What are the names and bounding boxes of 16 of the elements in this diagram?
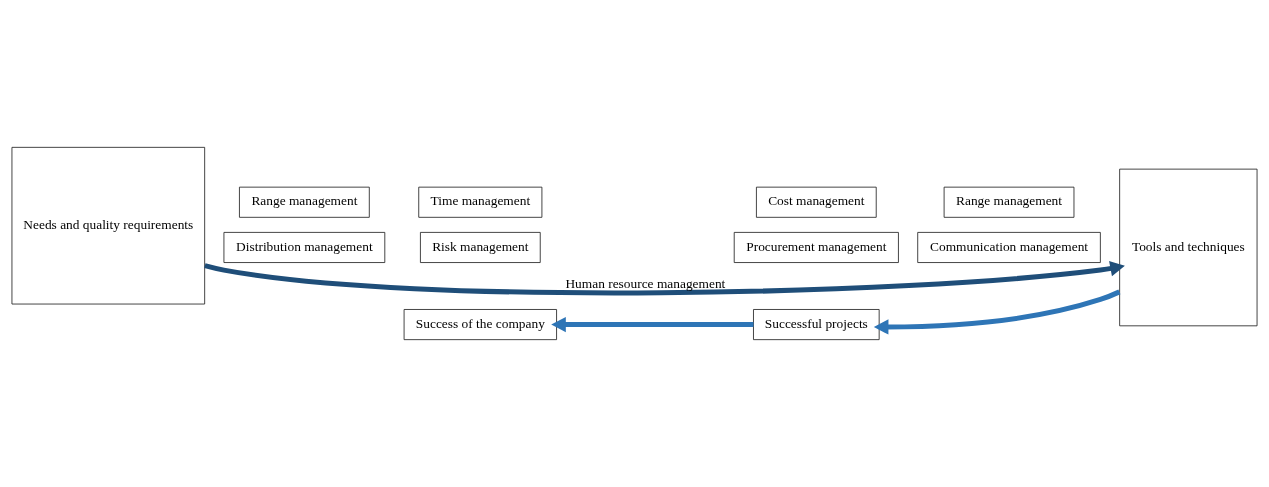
node-box: Time management	[418, 186, 543, 218]
node-box: Needs and quality requirements	[11, 146, 206, 305]
arrow	[204, 261, 1125, 296]
node-box: Distribution management	[223, 232, 386, 263]
node-box: Communication management	[917, 232, 1101, 263]
node-box: Procurement management	[733, 232, 899, 263]
node-box: Successful projects	[753, 309, 880, 341]
node-box: Range management	[239, 186, 370, 218]
edge-label: Human resource management	[565, 275, 726, 291]
node-box: Risk management	[420, 232, 541, 263]
arrow	[873, 289, 1121, 335]
node-box: Success of the company	[403, 309, 557, 341]
node-box: Cost management	[756, 186, 877, 218]
node-box: Tools and techniques	[1119, 168, 1258, 327]
arrow	[551, 316, 754, 333]
node-box: Range management	[943, 186, 1075, 218]
